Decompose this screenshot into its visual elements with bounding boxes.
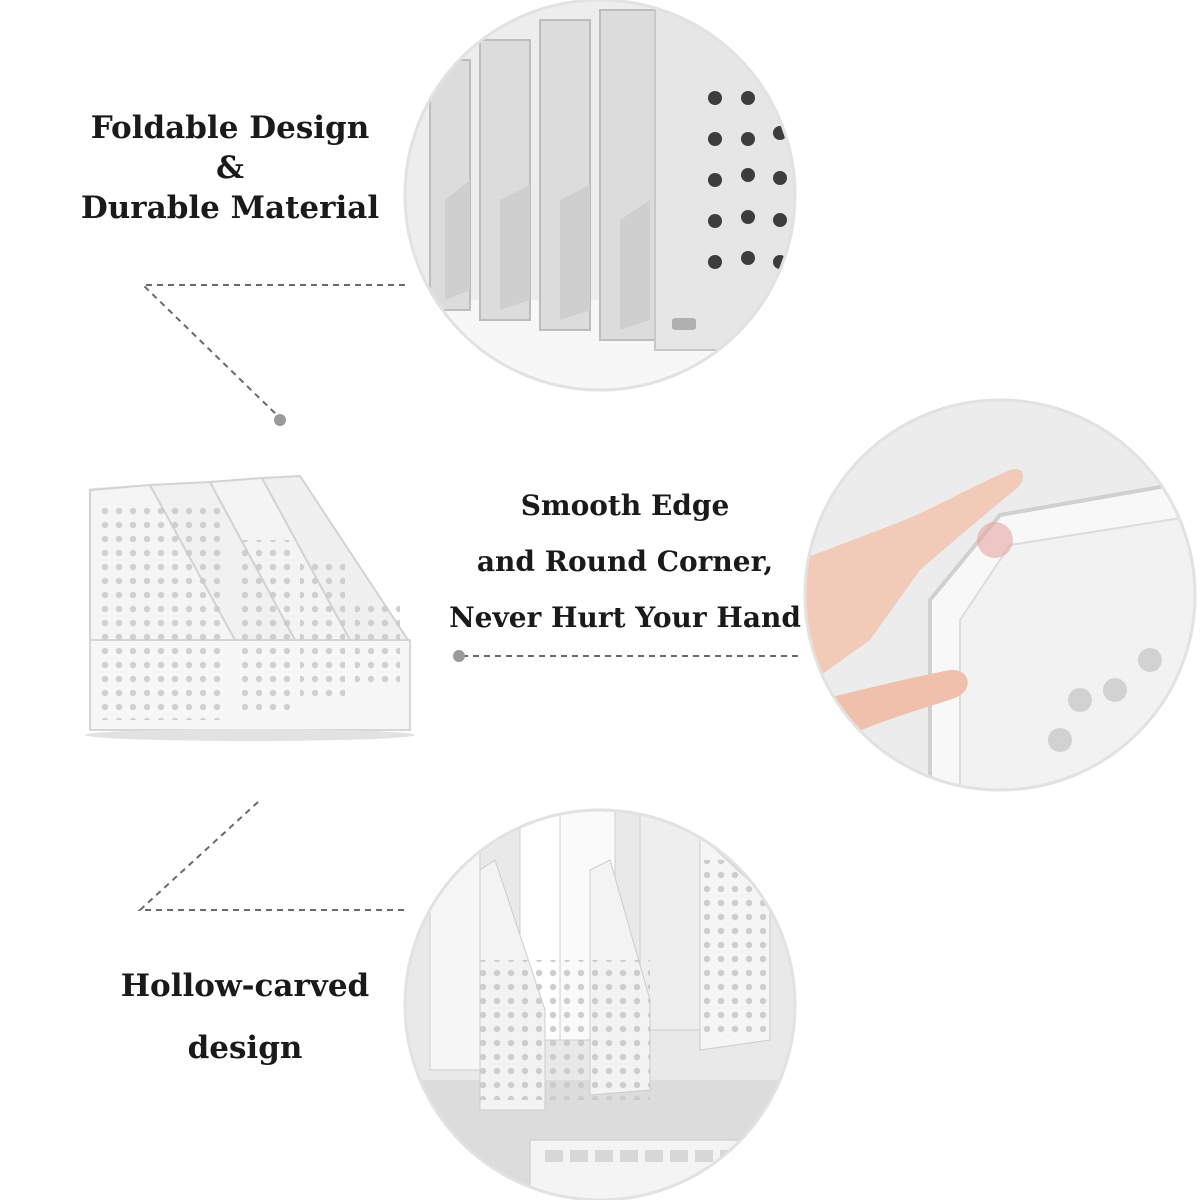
connector-foldable [140, 284, 405, 419]
connector-hollow [137, 801, 405, 911]
folding-detail-photo [405, 0, 795, 390]
smooth-edge-caption: Smooth Edge and Round Corner, Never Hurt… [440, 478, 810, 646]
connector-dot-foldable [274, 414, 286, 426]
caption-line: design [187, 1030, 303, 1066]
caption-line: Durable Material [80, 190, 380, 226]
caption-line: & [216, 150, 244, 186]
caption-line: Never Hurt Your Hand [449, 601, 801, 634]
connector-lines [137, 284, 800, 911]
caption-line: Foldable Design [90, 110, 370, 146]
round-corner-detail-frame [803, 398, 1197, 792]
file-organizer-product [85, 474, 415, 741]
caption-line: and Round Corner, [476, 545, 774, 578]
caption-line: Hollow-carved [120, 968, 370, 1004]
hollow-design-detail-photo [405, 810, 795, 1200]
round-corner-detail-photo [805, 400, 1195, 790]
hollow-design-detail-frame [403, 808, 797, 1200]
connector-dot-smooth [453, 650, 465, 662]
caption-line: Smooth Edge [520, 489, 730, 522]
hollow-carved-caption: Hollow-carved design [80, 955, 410, 1079]
foldable-design-caption: Foldable Design & Durable Material [60, 108, 400, 228]
folding-detail-frame [403, 0, 797, 392]
